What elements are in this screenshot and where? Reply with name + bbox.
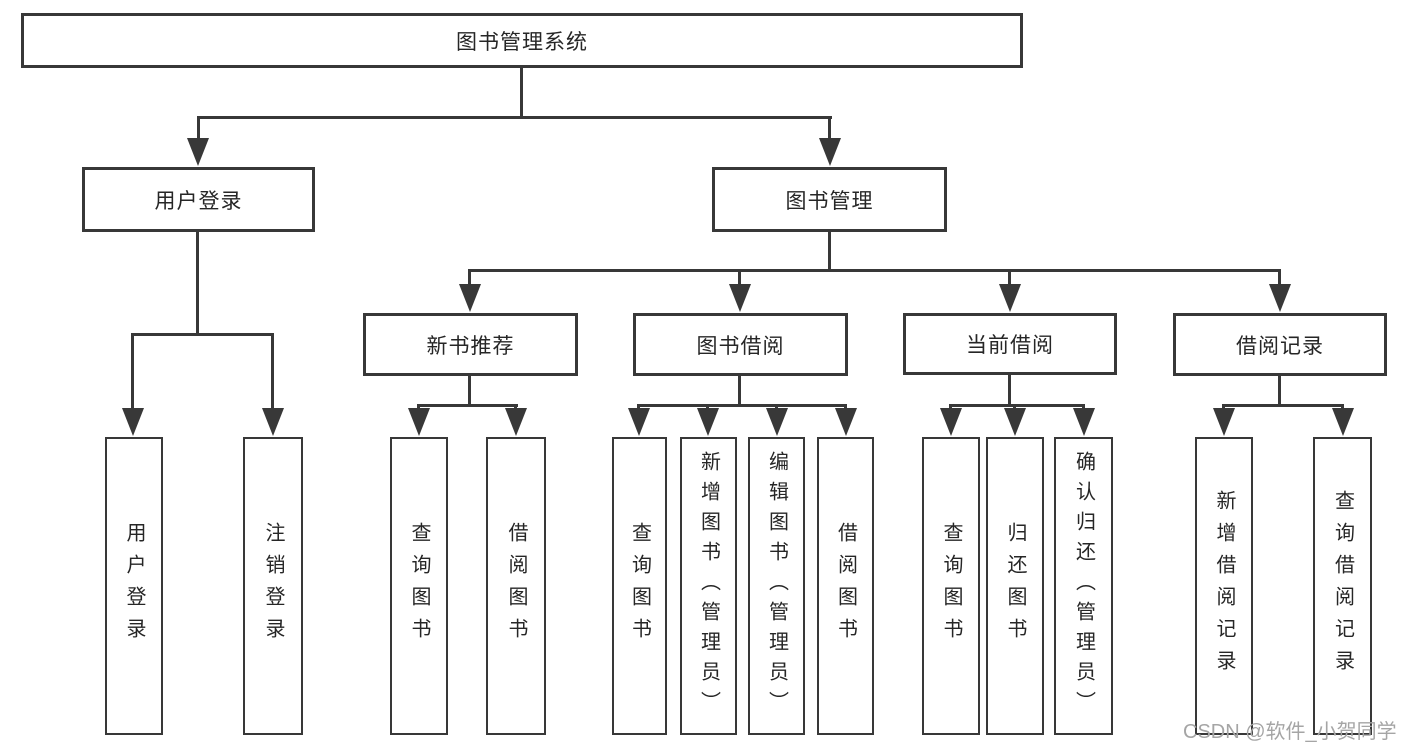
connector-recommend-rail — [417, 404, 518, 407]
node-new-book-recommend: 新书推荐 — [363, 313, 578, 376]
connector-bookmgmt-drop1 — [468, 269, 471, 286]
connector-borrow-drop3 — [775, 404, 778, 410]
arrow-down-icon — [1332, 408, 1354, 436]
arrow-down-icon — [1213, 408, 1235, 436]
connector-borrow-drop2 — [706, 404, 709, 410]
connector-recommend-drop2 — [514, 404, 517, 410]
node-user-login: 用户登录 — [82, 167, 315, 232]
arrow-down-icon — [766, 408, 788, 436]
leaf-recommend-borrow-books-label: 借阅图书 — [505, 522, 527, 650]
connector-current-stem — [1008, 375, 1011, 407]
connector-borrow-drop4 — [844, 404, 847, 410]
leaf-borrow-books-label: 借阅图书 — [834, 522, 857, 650]
leaf-borrow-books: 借阅图书 — [817, 437, 874, 735]
arrow-down-icon — [1073, 408, 1095, 436]
node-new-book-recommend-label: 新书推荐 — [426, 334, 515, 358]
arrow-down-icon — [1004, 408, 1026, 436]
connector-recommend-stem — [468, 376, 471, 407]
arrow-down-icon — [459, 284, 481, 312]
leaf-logout-label: 注销登录 — [262, 522, 284, 650]
node-current-borrow-label: 当前借阅 — [966, 334, 1054, 357]
connector-userlogin-rail — [131, 333, 274, 336]
arrow-down-icon — [262, 408, 284, 436]
node-borrow-record-label: 借阅记录 — [1236, 334, 1324, 358]
leaf-user-login-label: 用户登录 — [123, 522, 145, 650]
leaf-recommend-query-books: 查询图书 — [390, 437, 448, 735]
node-book-borrow: 图书借阅 — [633, 313, 848, 376]
arrow-down-icon — [1269, 284, 1291, 312]
leaf-current-query-books: 查询图书 — [922, 437, 980, 735]
leaf-logout: 注销登录 — [243, 437, 303, 735]
csdn-watermark: CSDN @软件_小贺同学 — [1183, 721, 1397, 743]
connector-bookmgmt-drop4 — [1278, 269, 1281, 286]
arrow-down-icon — [628, 408, 650, 436]
connector-userlogin-stem — [196, 232, 199, 335]
connector-bookmgmt-drop2 — [738, 269, 741, 286]
connector-borrow-drop1 — [637, 404, 640, 410]
leaf-return-books: 归还图书 — [986, 437, 1044, 735]
leaf-query-borrow-record-label: 查询借阅记录 — [1331, 490, 1354, 682]
connector-root-drop-left — [197, 116, 200, 142]
connector-current-drop2 — [1013, 404, 1016, 410]
node-book-borrow-label: 图书借阅 — [696, 334, 785, 358]
connector-bookmgmt-drop3 — [1008, 269, 1011, 286]
leaf-add-books-admin: 新增图书（管理员） — [680, 437, 737, 735]
leaf-edit-books-admin-label: 编辑图书（管理员） — [765, 451, 788, 721]
leaf-confirm-return-admin-label: 确认归还（管理员） — [1072, 451, 1095, 721]
arrow-down-icon — [729, 284, 751, 312]
arrow-down-icon — [408, 408, 430, 436]
arrow-down-icon — [122, 408, 144, 436]
connector-userlogin-drop1 — [131, 333, 134, 409]
connector-record-drop2 — [1341, 404, 1344, 410]
connector-root-stem — [520, 68, 523, 118]
connector-record-stem — [1278, 376, 1281, 407]
connector-borrow-rail — [637, 404, 847, 407]
connector-current-drop3 — [1082, 404, 1085, 410]
connector-root-rail — [197, 116, 832, 119]
connector-current-drop1 — [949, 404, 952, 410]
leaf-borrow-query-books: 查询图书 — [612, 437, 667, 735]
arrow-down-icon — [697, 408, 719, 436]
connector-borrow-stem — [738, 376, 741, 407]
connector-recommend-drop1 — [417, 404, 420, 410]
node-root-label: 图书管理系统 — [456, 30, 588, 54]
node-book-management-label: 图书管理 — [785, 189, 874, 213]
arrow-down-icon — [187, 138, 209, 166]
arrow-down-icon — [505, 408, 527, 436]
leaf-borrow-query-books-label: 查询图书 — [628, 522, 651, 650]
node-book-management: 图书管理 — [712, 167, 947, 232]
arrow-down-icon — [835, 408, 857, 436]
connector-userlogin-drop2 — [271, 333, 274, 409]
leaf-user-login: 用户登录 — [105, 437, 163, 735]
node-root: 图书管理系统 — [21, 13, 1023, 68]
leaf-add-borrow-record: 新增借阅记录 — [1195, 437, 1253, 735]
leaf-recommend-borrow-books: 借阅图书 — [486, 437, 546, 735]
connector-bookmgmt-stem — [828, 232, 831, 272]
leaf-recommend-query-books-label: 查询图书 — [408, 522, 430, 650]
leaf-query-borrow-record: 查询借阅记录 — [1313, 437, 1372, 735]
leaf-current-query-books-label: 查询图书 — [940, 522, 962, 650]
leaf-edit-books-admin: 编辑图书（管理员） — [748, 437, 805, 735]
leaf-confirm-return-admin: 确认归还（管理员） — [1054, 437, 1113, 735]
leaf-return-books-label: 归还图书 — [1004, 522, 1026, 650]
leaf-add-borrow-record-label: 新增借阅记录 — [1213, 490, 1235, 682]
node-borrow-record: 借阅记录 — [1173, 313, 1387, 376]
node-current-borrow: 当前借阅 — [903, 313, 1117, 375]
leaf-add-books-admin-label: 新增图书（管理员） — [697, 451, 720, 721]
arrow-down-icon — [999, 284, 1021, 312]
connector-record-drop1 — [1222, 404, 1225, 410]
connector-record-rail — [1222, 404, 1344, 407]
node-user-login-label: 用户登录 — [154, 189, 243, 213]
arrow-down-icon — [819, 138, 841, 166]
arrow-down-icon — [940, 408, 962, 436]
connector-current-rail — [949, 404, 1085, 407]
connector-bookmgmt-rail — [468, 269, 1281, 272]
connector-root-drop-right — [828, 116, 831, 142]
